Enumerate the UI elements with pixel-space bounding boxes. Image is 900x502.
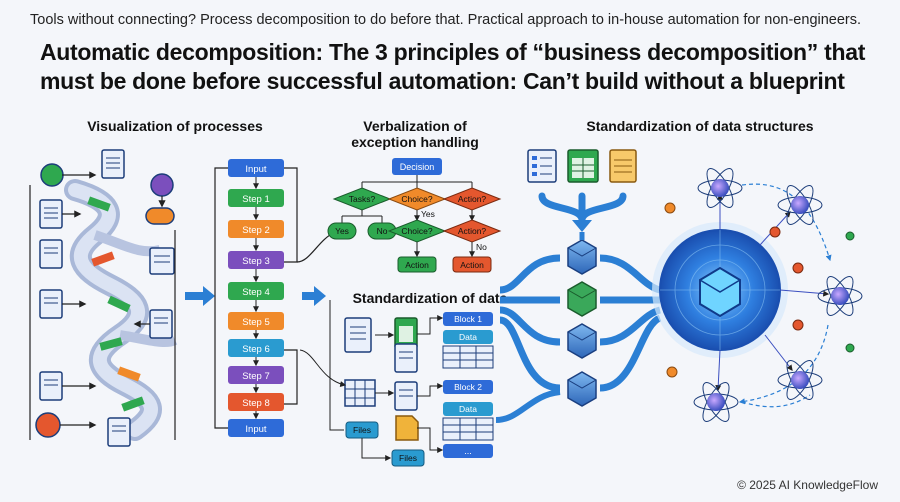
document-icon <box>344 317 372 353</box>
document-icon <box>394 343 418 373</box>
step-label: Step 4 <box>242 287 269 298</box>
step-label: Step 5 <box>242 317 269 328</box>
decision-tree: Decision Tasks? Choice? Action? Yes No Y… <box>327 158 502 273</box>
decision-label: Action? <box>458 194 487 204</box>
process-node-icon <box>145 207 175 225</box>
document-icon <box>149 309 173 339</box>
document-icon <box>39 239 63 269</box>
folder-icon <box>395 415 419 441</box>
step-label: Step 2 <box>242 225 269 236</box>
action-label: Action <box>405 260 429 270</box>
node-dot-icon <box>664 202 676 214</box>
node-dot-icon <box>792 262 804 274</box>
step-label: Step 8 <box>242 398 269 409</box>
step-item: Step 6 <box>228 339 284 357</box>
atom-node-icon <box>817 276 863 316</box>
data-standardization: Files Files Block 1 Data Block 2 Data <box>299 300 494 467</box>
data-structures <box>495 149 863 423</box>
step-item: Step 2 <box>228 220 284 238</box>
spreadsheet-icon <box>394 317 418 349</box>
document-icon <box>107 417 131 447</box>
step-label: Input <box>245 164 266 175</box>
step-label: Step 3 <box>242 256 269 267</box>
decision-root-label: Decision <box>400 162 435 172</box>
data-cube-icon <box>567 239 597 275</box>
atom-node-icon <box>777 185 823 225</box>
data-cube-icon <box>567 323 597 359</box>
process-map <box>29 149 178 447</box>
files-label: Files <box>399 453 417 463</box>
data-cube-icon <box>567 281 597 317</box>
action-label: Action <box>460 260 484 270</box>
no-label: No <box>476 242 487 252</box>
section-label-data: Standardization of data <box>352 290 508 306</box>
table-icon <box>344 379 376 407</box>
node-dot-icon <box>769 226 781 238</box>
files-node: Files <box>391 449 425 467</box>
process-node-icon <box>150 173 174 197</box>
data-grid <box>442 345 494 369</box>
node-dot-icon <box>845 231 855 241</box>
page-title: Automatic decomposition: The 3 principle… <box>40 39 866 94</box>
document-icon <box>39 199 63 229</box>
decision-label: Choice? <box>401 194 432 204</box>
step-item: Step 8 <box>228 393 284 411</box>
document-icon <box>609 149 637 183</box>
atom-node-icon <box>777 360 823 400</box>
step-item: Step 1 <box>228 189 284 207</box>
decision-label: Tasks? <box>349 194 376 204</box>
decision-label: Action? <box>458 226 487 236</box>
node-dot-icon <box>666 366 678 378</box>
copyright: © 2025 AI KnowledgeFlow <box>737 478 878 492</box>
step-label: Input <box>245 424 266 435</box>
document-icon <box>101 149 125 179</box>
document-icon <box>39 289 63 319</box>
step-label: Step 7 <box>242 371 269 382</box>
step-item: Step 5 <box>228 312 284 330</box>
step-item: Step 3 <box>228 251 284 269</box>
branch-no-label: No <box>377 226 388 236</box>
document-icon <box>149 247 175 275</box>
spreadsheet-icon <box>567 149 599 183</box>
core-cube-icon <box>699 266 741 318</box>
section-label-exceptions: Verbalization of exception handling <box>351 118 479 150</box>
step-label: Step 6 <box>242 344 269 355</box>
step-item: Input <box>228 159 284 177</box>
data-label: Data <box>459 404 477 414</box>
ellipsis-label: ... <box>464 446 472 456</box>
atom-node-icon <box>693 382 739 422</box>
decision-label: Choice? <box>401 226 432 236</box>
yes-label: Yes <box>421 209 435 219</box>
section-label-processes: Visualization of processes <box>87 118 263 134</box>
block-label: Block 2 <box>454 382 482 392</box>
document-icon <box>39 371 63 401</box>
branch-yes-label: Yes <box>335 226 349 236</box>
start-node-icon <box>40 163 64 187</box>
node-dot-icon <box>792 319 804 331</box>
flow-arrow-icon <box>203 286 215 306</box>
flow-arrow-icon <box>314 286 326 306</box>
atom-node-icon <box>697 168 743 208</box>
merge-arrow-icon <box>572 220 592 232</box>
step-label: Step 1 <box>242 194 269 205</box>
node-dot-icon <box>845 343 855 353</box>
step-item: Input <box>228 419 284 437</box>
data-cube-icon <box>567 371 597 407</box>
step-item: Step 4 <box>228 282 284 300</box>
data-label: Data <box>459 332 477 342</box>
end-node-icon <box>35 412 61 438</box>
section-label-structures: Standardization of data structures <box>586 118 814 134</box>
document-icon <box>394 381 418 411</box>
data-grid <box>442 417 494 441</box>
files-node: Files <box>345 421 379 439</box>
files-label: Files <box>353 425 371 435</box>
form-icon <box>527 149 557 183</box>
subtitle: Tools without connecting? Process decomp… <box>30 12 862 28</box>
step-item: Step 7 <box>228 366 284 384</box>
block-label: Block 1 <box>454 314 482 324</box>
step-list: Input Step 1 Step 2 Step 3 Step 4 Step 5… <box>214 159 337 437</box>
